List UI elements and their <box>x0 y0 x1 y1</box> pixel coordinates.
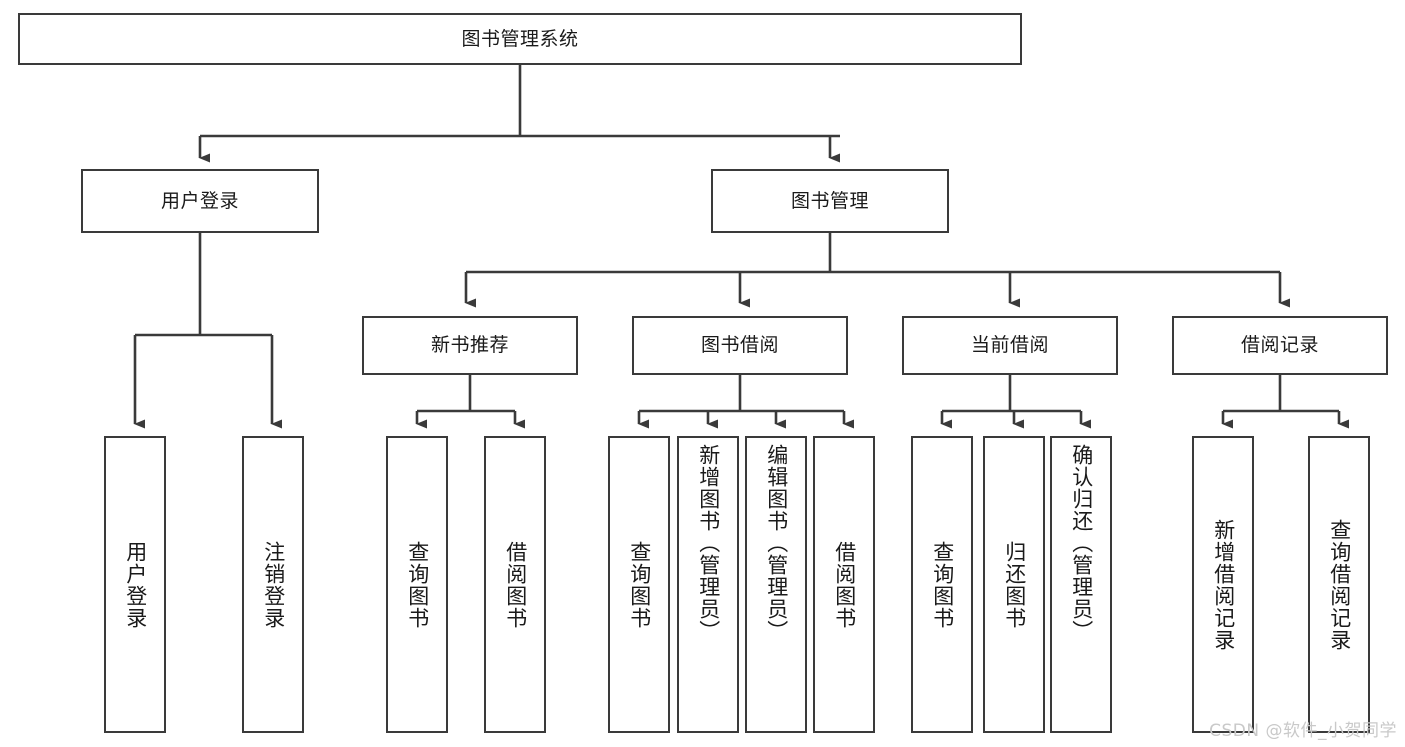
node-leaf-query-book-bor[interactable]: 查询图书 <box>608 436 670 733</box>
edge-userlogin-to-leaves <box>133 233 282 429</box>
node-leaf-query-record[interactable]: 查询借阅记录 <box>1308 436 1370 733</box>
node-root-label: 图书管理系统 <box>461 27 579 50</box>
node-leaf-return-book-label: 归还图书 <box>1002 540 1027 629</box>
node-leaf-add-record-label: 新增借阅记录 <box>1211 518 1236 651</box>
node-leaf-borrow-book-bor-label: 借阅图书 <box>832 540 857 629</box>
edge-currentborrow-to-leaves <box>940 375 1091 429</box>
node-new-book-rec[interactable]: 新书推荐 <box>362 316 578 375</box>
node-current-borrow-label: 当前借阅 <box>970 334 1049 357</box>
edge-newbookrec-to-leaves <box>415 375 525 429</box>
edge-root-to-level2 <box>198 65 840 163</box>
node-leaf-logout-label: 注销登录 <box>261 540 286 629</box>
edge-borrowrecord-to-leaves <box>1221 375 1349 429</box>
node-leaf-query-book-bor-label: 查询图书 <box>627 540 652 629</box>
node-borrow-record[interactable]: 借阅记录 <box>1172 316 1388 375</box>
node-leaf-query-book-rec[interactable]: 查询图书 <box>386 436 448 733</box>
csdn-watermark: CSDN @软件_小贺同学 <box>1209 721 1397 741</box>
node-leaf-edit-book-label: 编辑图书（管理员） <box>764 444 789 642</box>
node-leaf-return-book[interactable]: 归还图书 <box>983 436 1045 733</box>
node-user-login-label: 用户登录 <box>160 189 239 212</box>
node-leaf-logout[interactable]: 注销登录 <box>242 436 304 733</box>
node-root[interactable]: 图书管理系统 <box>18 13 1022 65</box>
node-leaf-edit-book[interactable]: 编辑图书（管理员） <box>745 436 807 733</box>
node-leaf-borrow-book-bor[interactable]: 借阅图书 <box>813 436 875 733</box>
node-leaf-add-record[interactable]: 新增借阅记录 <box>1192 436 1254 733</box>
node-borrow-record-label: 借阅记录 <box>1240 334 1319 357</box>
node-leaf-user-login-label: 用户登录 <box>123 540 148 629</box>
node-leaf-confirm-return[interactable]: 确认归还（管理员） <box>1050 436 1112 733</box>
node-leaf-query-book-cur[interactable]: 查询图书 <box>911 436 973 733</box>
node-leaf-add-book-label: 新增图书（管理员） <box>696 444 721 642</box>
node-leaf-add-book[interactable]: 新增图书（管理员） <box>677 436 739 733</box>
node-leaf-user-login[interactable]: 用户登录 <box>104 436 166 733</box>
node-leaf-query-book-cur-label: 查询图书 <box>930 540 955 629</box>
node-leaf-borrow-book-rec[interactable]: 借阅图书 <box>484 436 546 733</box>
node-book-borrow[interactable]: 图书借阅 <box>632 316 848 375</box>
node-leaf-query-record-label: 查询借阅记录 <box>1327 518 1352 651</box>
node-leaf-confirm-return-label: 确认归还（管理员） <box>1069 444 1094 642</box>
node-book-borrow-label: 图书借阅 <box>700 334 779 357</box>
node-new-book-rec-label: 新书推荐 <box>430 334 509 357</box>
node-current-borrow[interactable]: 当前借阅 <box>902 316 1118 375</box>
edge-bookmanage-to-level3 <box>464 233 1290 308</box>
edge-bookborrow-to-leaves <box>637 375 854 429</box>
node-book-manage-label: 图书管理 <box>790 189 869 212</box>
node-user-login[interactable]: 用户登录 <box>81 169 319 233</box>
node-book-manage[interactable]: 图书管理 <box>711 169 949 233</box>
node-leaf-query-book-rec-label: 查询图书 <box>405 540 430 629</box>
node-leaf-borrow-book-rec-label: 借阅图书 <box>503 540 528 629</box>
